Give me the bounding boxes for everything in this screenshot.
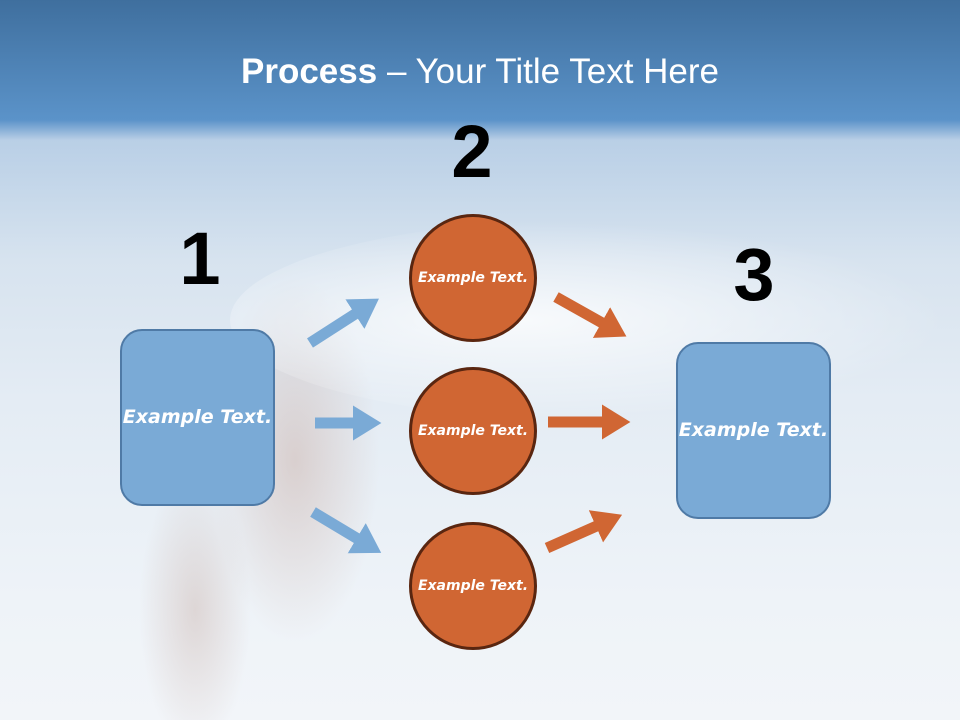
step-number-2: 2 bbox=[451, 110, 493, 193]
step-3-box: Example Text. bbox=[676, 342, 831, 519]
step-2-circle-1: Example Text. bbox=[409, 214, 537, 342]
arrow-orange-down bbox=[553, 292, 627, 338]
step-number-3: 3 bbox=[733, 233, 775, 316]
arrow-blue-up bbox=[307, 298, 379, 348]
arrow-blue-down bbox=[310, 507, 382, 554]
step-2-circle-2: Example Text. bbox=[409, 367, 537, 495]
step-number-1: 1 bbox=[179, 217, 221, 300]
title-rest: – Your Title Text Here bbox=[377, 52, 719, 91]
step-2-circle-3: Example Text. bbox=[409, 522, 537, 650]
arrow-orange-up bbox=[544, 510, 623, 554]
title-bold: Process bbox=[241, 52, 378, 91]
slide-title: Process – Your Title Text Here bbox=[0, 52, 960, 92]
step-1-box: Example Text. bbox=[120, 329, 275, 506]
